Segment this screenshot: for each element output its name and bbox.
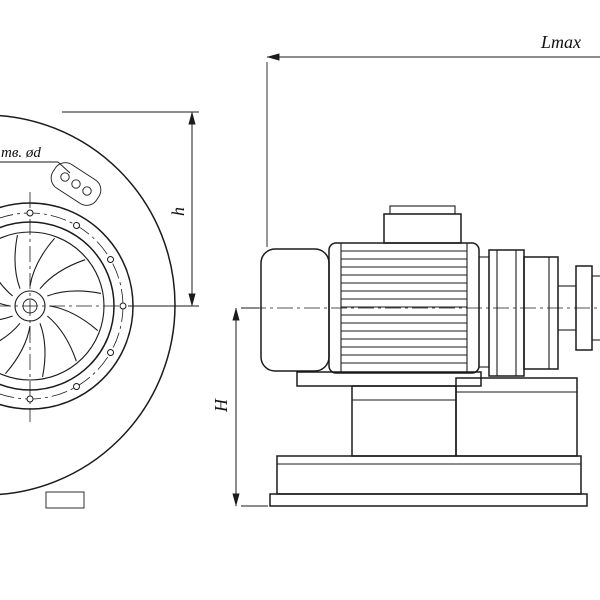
h-dim-label: h bbox=[168, 207, 188, 216]
side-view: Lmax H bbox=[211, 32, 600, 507]
housing-foot bbox=[45, 491, 85, 509]
dimension-h: h bbox=[62, 111, 199, 307]
support-pedestals bbox=[296, 371, 578, 457]
motor-cooling-fins bbox=[341, 250, 467, 364]
holes-note: тв. ød bbox=[0, 145, 71, 174]
holes-note-leader bbox=[57, 161, 71, 174]
dimension-lmax: Lmax bbox=[266, 32, 600, 247]
H-dim-label: H bbox=[211, 398, 231, 413]
fan-housing-outline bbox=[0, 114, 176, 496]
front-view: тв. ød h bbox=[0, 111, 199, 509]
terminal-box bbox=[383, 205, 462, 244]
lmax-dim-label: Lmax bbox=[540, 32, 581, 52]
base-frame bbox=[269, 455, 588, 507]
impeller-hub bbox=[14, 290, 46, 322]
motor bbox=[328, 205, 480, 374]
fan-casing-side bbox=[260, 248, 330, 372]
mounting-pad bbox=[50, 162, 102, 206]
bearing-assembly bbox=[478, 249, 600, 377]
impeller-blades bbox=[0, 234, 102, 378]
holes-note-label: тв. ød bbox=[1, 145, 41, 161]
dimension-H: H bbox=[211, 307, 268, 507]
flange-bolts bbox=[26, 209, 127, 403]
